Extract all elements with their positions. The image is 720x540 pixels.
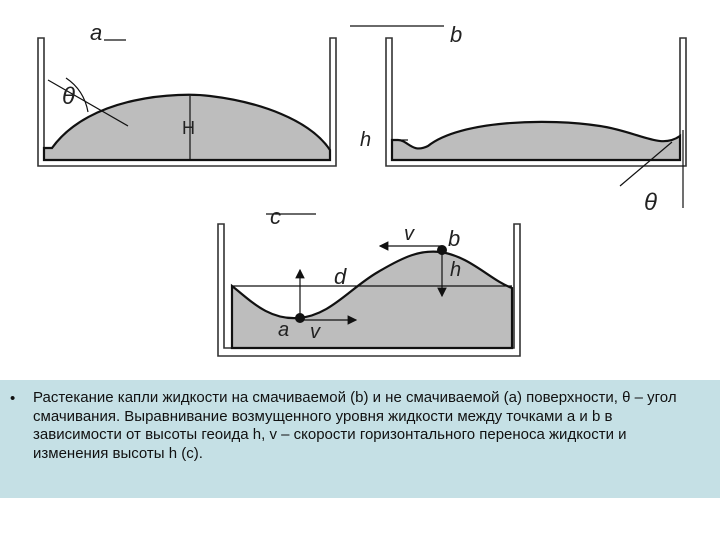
bullet: • [10,390,16,407]
caption-box: • Растекание капли жидкости на смачиваем… [0,380,720,498]
drop-a [42,93,332,162]
angle-arc-a [65,77,89,113]
point-a [295,313,305,323]
label-b: b [450,22,462,47]
point-b-label: b [448,226,460,251]
label-a: a [90,20,102,45]
v-label-bottom: v [310,321,321,343]
height-label-a: H [182,118,195,138]
theta-a: θ [62,83,75,110]
liquid-c [230,250,514,350]
panel-c: c v b h d a v [217,204,521,357]
liquid-b [390,120,682,162]
v-label-top: v [404,223,415,245]
point-b [437,245,447,255]
container-a [37,37,337,167]
theta-b: θ [644,189,657,216]
angle-line-a [47,79,129,127]
h-label-b: h [360,129,371,151]
d-label: d [334,264,347,289]
container-b [385,37,687,167]
angle-line-b [619,141,673,187]
container-c [217,223,521,357]
caption-text: Растекание капли жидкости на смачиваемой… [33,389,677,462]
label-c: c [270,204,281,229]
panel-b: b h θ [350,22,687,216]
point-a-label: a [278,319,289,341]
wetting-diagram: a θ H b h θ c v b h d a v [37,20,687,357]
panel-a: a θ H [37,20,337,167]
h-label-c: h [450,259,461,281]
